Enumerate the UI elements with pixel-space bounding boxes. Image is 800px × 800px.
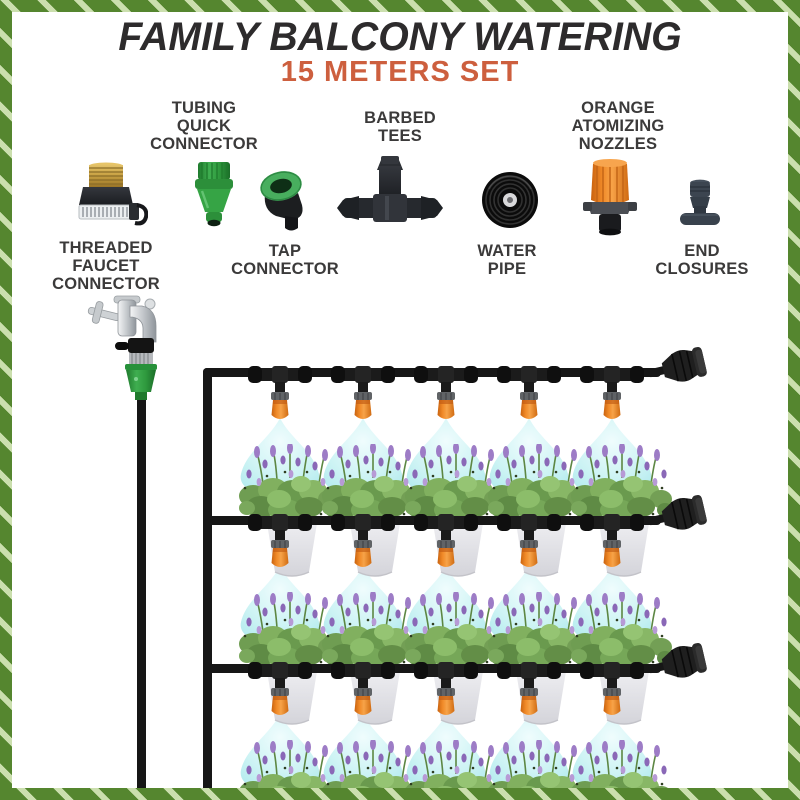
tee xyxy=(497,659,561,721)
cap xyxy=(646,343,711,391)
label-water-pipe: WATER PIPE xyxy=(477,242,537,278)
tee xyxy=(497,511,561,573)
threaded-faucet-connector-icon xyxy=(78,162,148,226)
tee xyxy=(331,511,395,573)
tee xyxy=(580,511,644,573)
tubing-quick-connector-icon xyxy=(195,162,233,227)
tee xyxy=(414,511,478,573)
tee xyxy=(248,363,312,425)
tee xyxy=(414,363,478,425)
label-barbed-tees: BARBED TEES xyxy=(364,109,436,145)
barbed-tee-icon xyxy=(337,156,443,222)
supply-pipe xyxy=(137,396,146,788)
tee xyxy=(580,363,644,425)
page-subtitle: 15 METERS SET xyxy=(280,56,520,88)
page-title: FAMILY BALCONY WATERING xyxy=(118,15,682,59)
plant xyxy=(567,740,677,788)
label-tap-connector: TAP CONNECTOR xyxy=(231,242,339,278)
riser-pipe xyxy=(203,368,212,788)
label-orange-atomizing-nozzles: ORANGE ATOMIZING NOZZLES xyxy=(571,99,665,153)
tee xyxy=(248,659,312,721)
tee xyxy=(497,363,561,425)
tee xyxy=(414,659,478,721)
label-tubing-quick-connector: TUBING QUICK CONNECTOR xyxy=(150,99,258,153)
faucet-with-connector-icon xyxy=(87,295,157,400)
tee xyxy=(331,363,395,425)
label-end-closures: END CLOSURES xyxy=(655,242,749,278)
label-threaded-faucet-connector: THREADED FAUCET CONNECTOR xyxy=(52,239,160,293)
water-pipe-coil-icon xyxy=(482,172,538,228)
tee xyxy=(248,511,312,573)
content-area: FAMILY BALCONY WATERING 15 METERS SET TU… xyxy=(12,12,788,788)
tee xyxy=(580,659,644,721)
end-closure-icon xyxy=(680,179,720,225)
orange-nozzle-icon xyxy=(583,159,637,236)
tap-connector-icon xyxy=(260,171,303,231)
tee xyxy=(331,659,395,721)
